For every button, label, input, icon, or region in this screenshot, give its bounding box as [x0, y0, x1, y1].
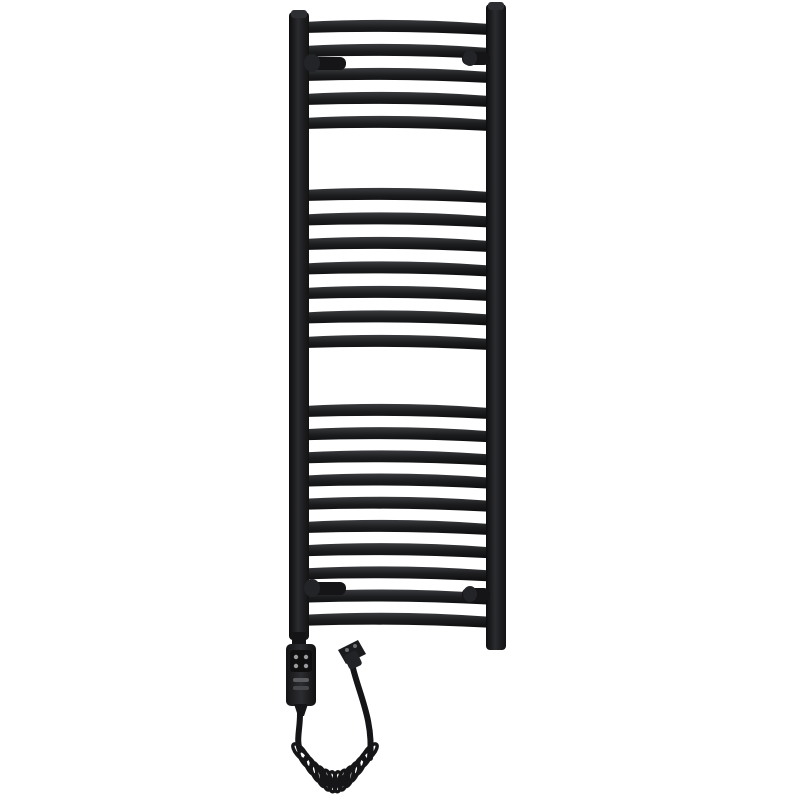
right-rail — [486, 4, 506, 650]
bottom-group-bar-9 — [304, 589, 490, 605]
cable-coil-loop — [326, 770, 339, 794]
middle-group-bar-7 — [304, 334, 490, 350]
top-group-bar-2 — [304, 43, 490, 59]
middle-group-bar-5 — [304, 285, 490, 301]
top-group-bar-5 — [304, 115, 490, 131]
bottom-group-bar-6 — [304, 519, 490, 535]
right-rail-cap — [488, 2, 504, 10]
bottom-group-bar-2 — [304, 427, 490, 443]
mounting-bracket-bottom-left — [304, 579, 346, 597]
bottom-group-bar-1 — [304, 403, 490, 419]
controller-button-3 — [293, 663, 299, 669]
cable-coil-loop — [337, 768, 350, 792]
controller-button-4 — [303, 663, 309, 669]
euro-plug — [338, 640, 366, 670]
bottom-group-bar-3 — [304, 450, 490, 466]
top-group-bar-4 — [304, 91, 490, 107]
radiator-bars — [304, 19, 490, 628]
middle-group-bar-1 — [304, 187, 490, 203]
middle-group-bar-6 — [304, 310, 490, 326]
bottom-group-bar-10 — [304, 612, 490, 628]
bottom-group-bar-4 — [304, 473, 490, 489]
middle-group-bar-3 — [304, 236, 490, 252]
mounting-bracket-bottom-right — [462, 586, 490, 602]
middle-group-bar-4 — [304, 261, 490, 277]
left-rail — [289, 12, 309, 640]
top-group-bar-3 — [304, 67, 490, 83]
controller-button-1 — [293, 654, 299, 660]
heating-element-controller — [286, 632, 316, 716]
bottom-group-bar-8 — [304, 566, 490, 582]
bottom-group-bar-5 — [304, 496, 490, 512]
mounting-bracket-top-right — [462, 50, 490, 66]
coiled-cable — [291, 661, 379, 794]
middle-group-bar-2 — [304, 212, 490, 228]
mounting-bracket-top-left — [304, 54, 346, 72]
bottom-group-bar-7 — [304, 543, 490, 559]
cable-coil-loop — [331, 770, 344, 794]
top-group-bar-1 — [304, 19, 490, 35]
left-rail-cap — [291, 10, 307, 18]
controller-button-2 — [303, 654, 309, 660]
